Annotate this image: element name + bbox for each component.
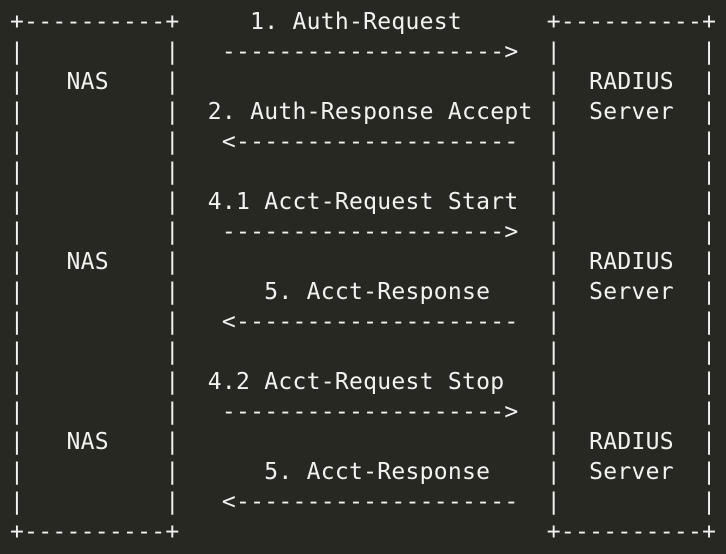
diagram-line-6: | | | | (10, 159, 716, 185)
diagram-line-18: +----------+ +----------+ (10, 519, 716, 545)
diagram-line-2: | | --------------------> | | (10, 39, 716, 65)
diagram-line-8: | | --------------------> | | (10, 219, 716, 245)
diagram-line-15: | NAS | | RADIUS | (10, 429, 716, 455)
diagram-line-14: | | --------------------> | | (10, 399, 716, 425)
diagram-line-16: | | 5. Acct-Response | Server | (10, 459, 716, 485)
diagram-line-7: | | 4.1 Acct-Request Start | | (10, 189, 716, 215)
diagram-line-9: | NAS | | RADIUS | (10, 249, 716, 275)
diagram-line-1: +----------+ 1. Auth-Request +----------… (10, 9, 716, 35)
diagram-line-10: | | 5. Acct-Response | Server | (10, 279, 716, 305)
diagram-line-3: | NAS | | RADIUS | (10, 69, 716, 95)
diagram-line-4: | | 2. Auth-Response Accept | Server | (10, 99, 716, 125)
diagram-line-5: | | <-------------------- | | (10, 129, 716, 155)
diagram-line-13: | | 4.2 Acct-Request Stop | | (10, 369, 716, 395)
diagram-line-11: | | <-------------------- | | (10, 309, 716, 335)
diagram-line-12: | | | | (10, 339, 716, 365)
diagram-line-17: | | <-------------------- | | (10, 489, 716, 515)
